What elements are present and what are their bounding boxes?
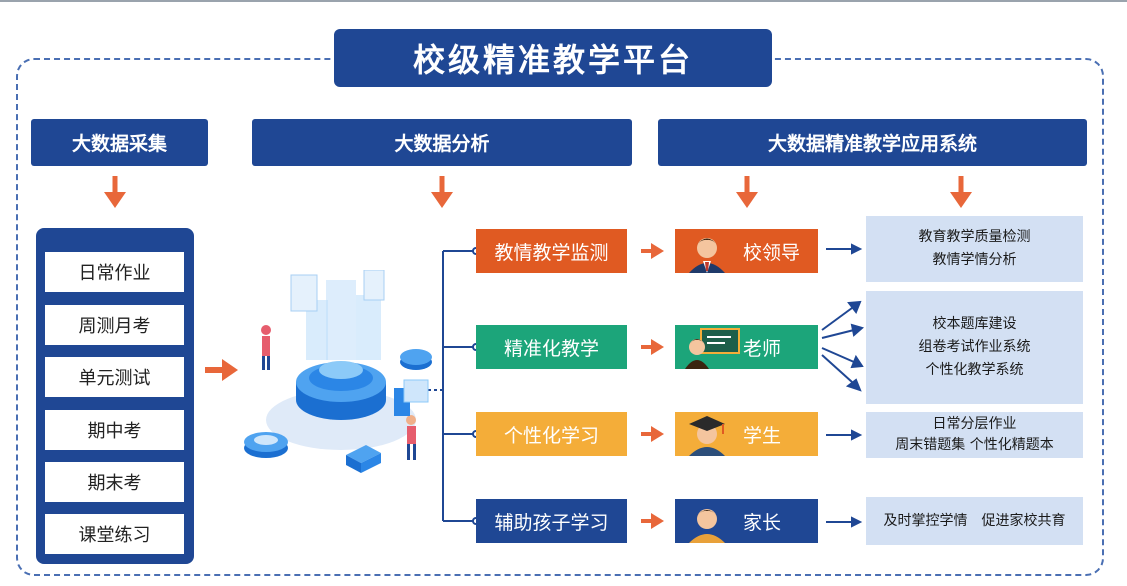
top-border-line [0, 0, 1127, 2]
down-arrow-icon [950, 176, 972, 208]
collect-item: 课堂练习 [45, 514, 184, 554]
app-item: 个性化教学系统 [925, 362, 1024, 378]
student-icon [689, 416, 725, 456]
collect-item: 日常作业 [45, 252, 184, 292]
role-school-leader: 校领导 [675, 229, 818, 273]
right-arrow-icon [641, 339, 664, 355]
app-box-student: 日常分层作业 周末错题集 个性化精题本 [866, 412, 1083, 458]
app-box-teacher: 校本题库建设 组卷考试作业系统 个性化教学系统 [866, 291, 1083, 404]
app-item: 及时掌控学情 促进家校共育 [883, 512, 1066, 529]
role-student: 学生 [675, 412, 818, 456]
app-item: 周末错题集 个性化精题本 [895, 437, 1054, 453]
collect-item: 期中考 [45, 410, 184, 450]
data-cube-icon [346, 445, 381, 473]
parent-icon [689, 509, 725, 543]
collect-item: 期末考 [45, 462, 184, 502]
module-assist-child-learning: 辅助孩子学习 [476, 499, 627, 543]
app-item: 组卷考试作业系统 [918, 339, 1031, 355]
collect-item: 周测月考 [45, 305, 184, 345]
section-collect: 大数据采集 [31, 119, 208, 166]
right-arrow-icon [205, 359, 238, 381]
role-label: 校领导 [743, 241, 801, 264]
module-teaching-monitor: 教情教学监测 [476, 229, 627, 273]
app-item: 校本题库建设 [932, 316, 1017, 332]
teacher-icon [685, 328, 740, 369]
app-box-parent: 及时掌控学情 促进家校共育 [866, 497, 1083, 545]
module-personalized-learning: 个性化学习 [476, 412, 627, 456]
right-arrow-icon [641, 426, 664, 442]
person-icon [406, 415, 416, 460]
section-application: 大数据精准教学应用系统 [658, 119, 1087, 166]
section-analysis: 大数据分析 [252, 119, 632, 166]
page-title: 校级精准教学平台 [334, 29, 772, 87]
app-box-leader: 教育教学质量检测 教情学情分析 [866, 216, 1083, 282]
down-arrow-icon [104, 176, 126, 208]
school-leader-icon [689, 238, 725, 273]
big-data-illustration [244, 270, 432, 473]
app-item: 日常分层作业 [932, 416, 1017, 432]
person-icon [261, 325, 271, 370]
role-label: 老师 [743, 337, 782, 360]
right-arrow-icon [641, 513, 664, 529]
app-item: 教情学情分析 [932, 252, 1017, 268]
module-precision-teaching: 精准化教学 [476, 325, 627, 369]
device-icon [394, 379, 429, 416]
collect-item: 单元测试 [45, 357, 184, 397]
role-parent: 家长 [675, 499, 818, 543]
server-platform-icon [266, 270, 416, 450]
tree-connector [410, 250, 476, 522]
down-arrow-icon [736, 176, 758, 208]
role-label: 学生 [743, 424, 782, 447]
role-label: 家长 [743, 511, 782, 534]
disc-node-icon [244, 432, 288, 458]
role-teacher: 老师 [675, 325, 818, 369]
right-arrow-icon [641, 243, 664, 259]
disc-node-icon [400, 349, 432, 370]
down-arrow-icon [431, 176, 453, 208]
app-item: 教育教学质量检测 [918, 229, 1031, 245]
